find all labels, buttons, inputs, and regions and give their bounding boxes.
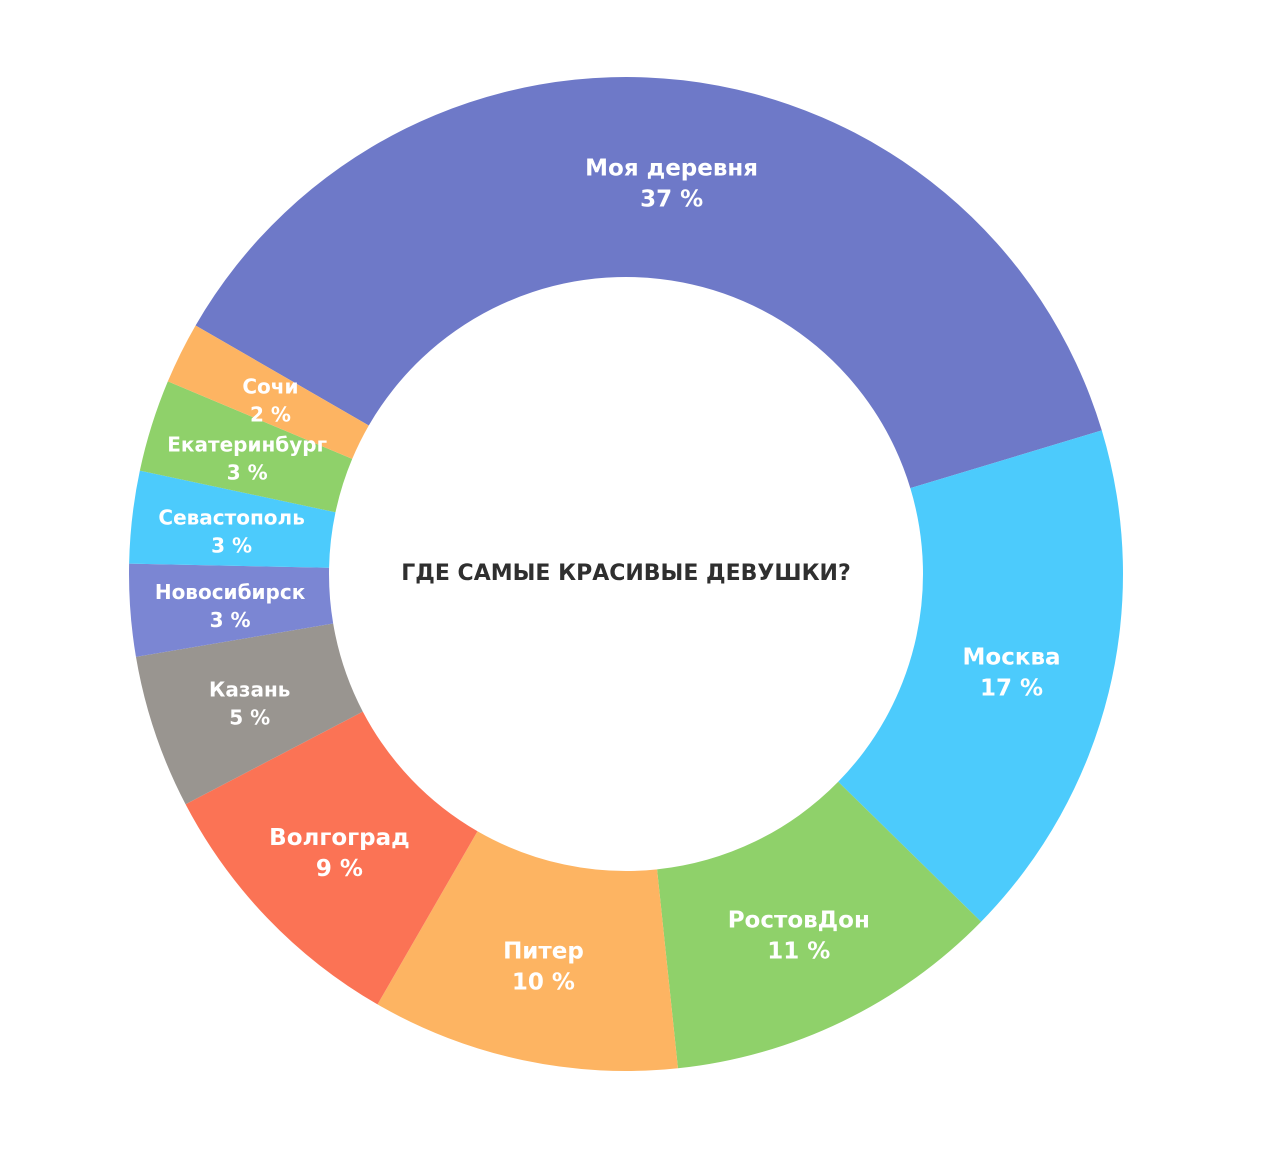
slice-name: Москва — [963, 645, 1061, 671]
slice-name: Волгоград — [269, 825, 410, 851]
slice-value: 3 % — [227, 460, 268, 484]
slice-name: Севастополь — [158, 505, 304, 529]
slice-label-5: Волгоград 9 % — [269, 825, 410, 882]
slice-label-3: РостовДон 11 % — [728, 907, 870, 964]
slice-value: 11 % — [767, 938, 830, 964]
slice-6 — [135, 623, 363, 805]
slice-value: 2 % — [250, 402, 291, 426]
slice-label-8: Севастополь 3 % — [158, 505, 304, 557]
slice-name: Моя деревня — [585, 156, 758, 182]
slice-label-9: Екатеринбург 3 % — [167, 432, 327, 484]
slice-1 — [195, 76, 1102, 489]
slice-value: 3 % — [210, 608, 251, 632]
slice-labels: Моя деревня 37 % Москва 17 % РостовДон 11 % Пи… — [155, 156, 1061, 996]
slice-value: 5 % — [229, 706, 270, 730]
slice-value: 3 % — [211, 533, 252, 557]
slice-10 — [167, 325, 369, 459]
slice-9 — [139, 381, 353, 513]
slice-name: Екатеринбург — [167, 432, 327, 456]
slice-label-10: Сочи 2 % — [242, 374, 298, 426]
slice-label-2: Москва 17 % — [963, 645, 1061, 702]
slice-name: Сочи — [242, 374, 298, 398]
slice-8 — [129, 470, 336, 568]
slice-5 — [185, 711, 478, 1005]
slice-value: 37 % — [640, 187, 703, 213]
slice-name: Новосибирск — [155, 580, 306, 604]
slice-value: 17 % — [980, 676, 1043, 702]
slice-value: 9 % — [316, 856, 363, 882]
slice-label-7: Новосибирск 3 % — [155, 580, 306, 632]
slice-2 — [838, 430, 1123, 922]
slice-label-1: Моя деревня 37 % — [585, 156, 758, 213]
slice-value: 10 % — [512, 969, 575, 995]
slice-3 — [657, 781, 982, 1069]
chart-title: ГДЕ САМЫЕ КРАСИВЫЕ ДЕВУШКИ? — [401, 561, 850, 586]
slice-name: Питер — [503, 938, 584, 964]
slice-label-4: Питер 10 % — [503, 938, 584, 995]
slice-name: РостовДон — [728, 907, 870, 933]
slice-name: Казань — [209, 678, 290, 702]
slice-7 — [128, 563, 334, 657]
slice-4 — [377, 831, 678, 1071]
donut-slices — [128, 76, 1123, 1071]
slice-label-6: Казань 5 % — [209, 678, 290, 730]
